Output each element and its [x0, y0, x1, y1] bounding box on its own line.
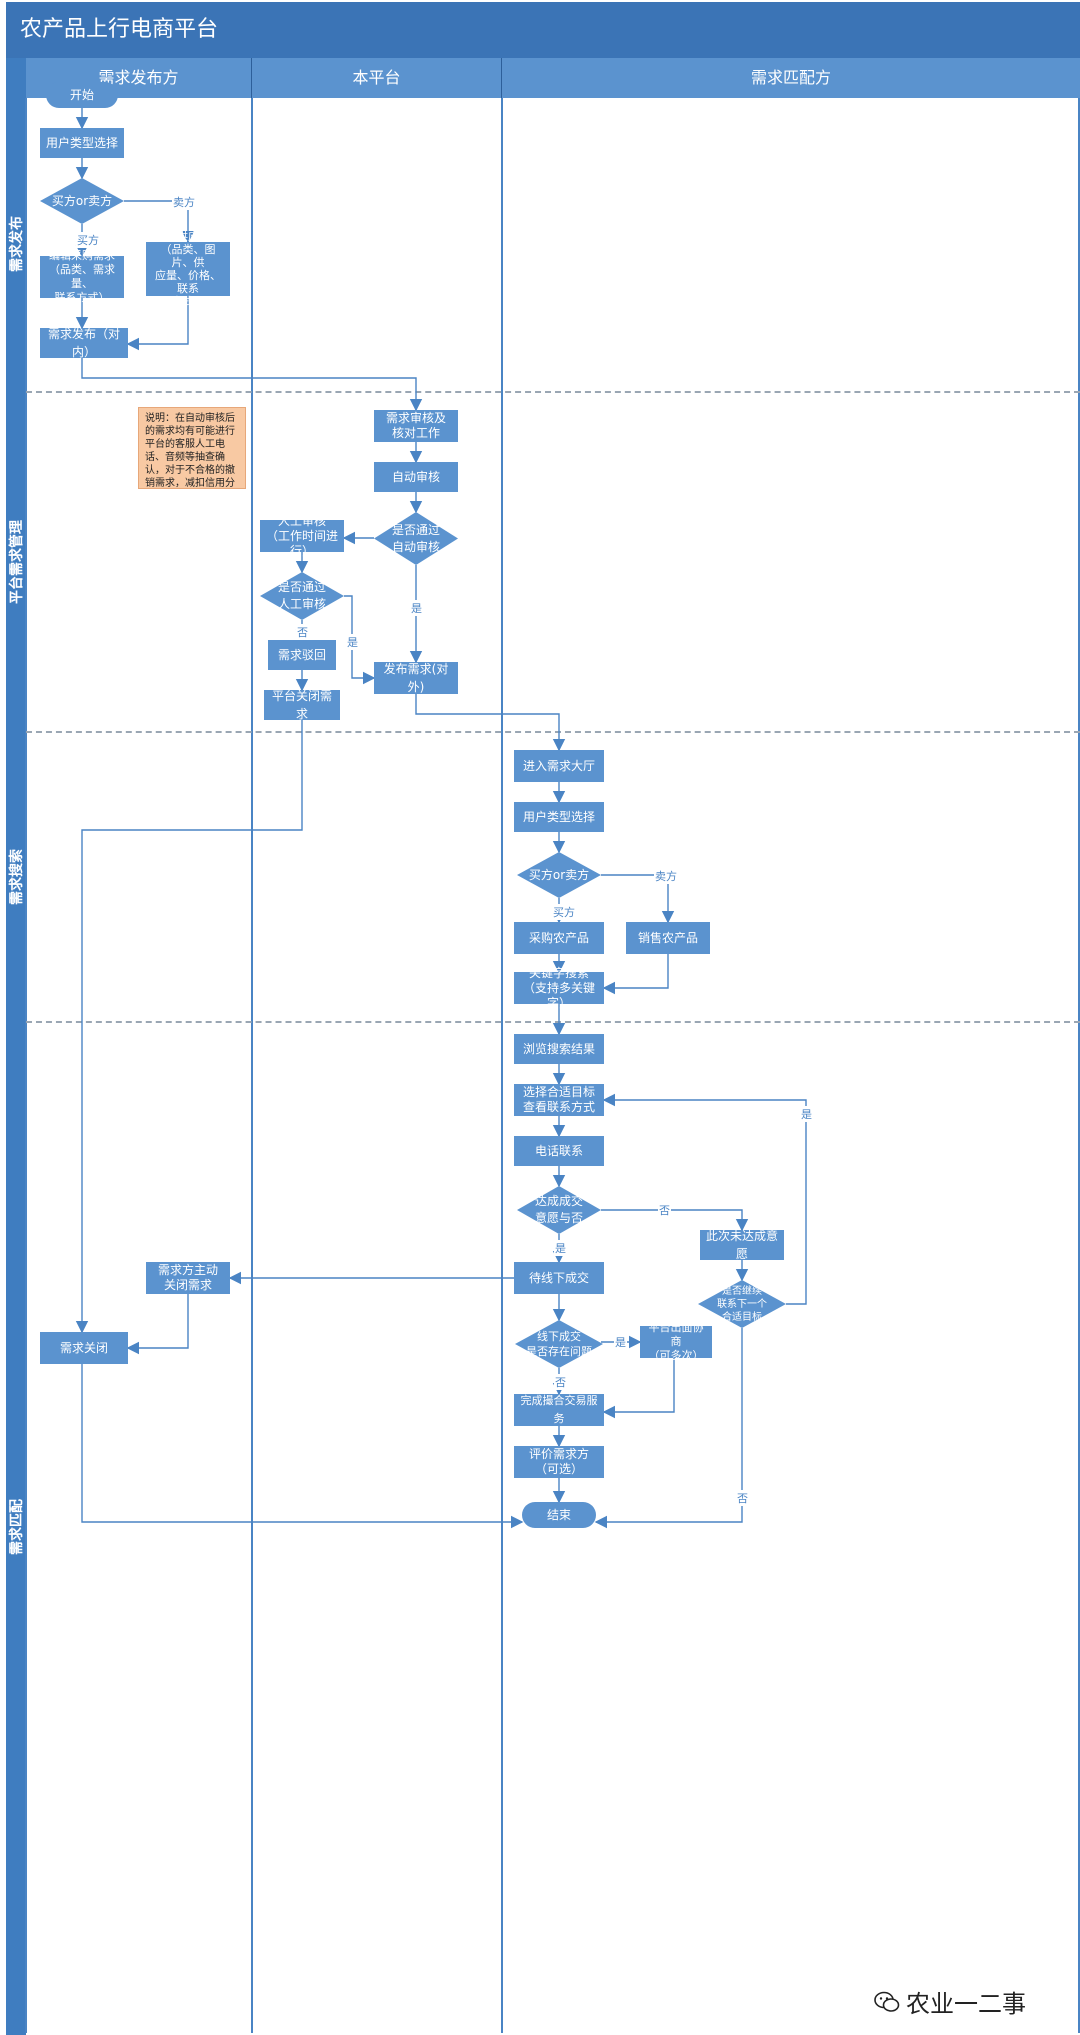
- complete-matching-service: 完成撮合交易服务: [514, 1394, 604, 1426]
- edit-purchase-demand: 编辑采购需求 （品类、需求量、 联系方式）: [40, 249, 124, 304]
- label-yes-manual: 是: [346, 634, 359, 650]
- sell-agri-product: 销售农产品: [626, 922, 710, 954]
- label-yes-issue: 是: [614, 1334, 627, 1350]
- phase-divider-3: [26, 1021, 1080, 1023]
- lane-divider-1: [251, 98, 253, 2033]
- watermark: 农业一二事: [874, 1984, 1026, 2019]
- watermark-text: 农业一二事: [906, 1990, 1026, 2018]
- edge-demander-to-close: [126, 1294, 189, 1355]
- lane-header-matcher: 需求匹配方: [502, 58, 1080, 98]
- edge-sell-to-search: [602, 954, 669, 995]
- publish-external: 发布需求(对外): [374, 662, 458, 694]
- lane-border-right: [1078, 98, 1080, 2033]
- decision-continue-next: 是否继续 联系下一个 合适目标: [698, 1280, 786, 1328]
- edge-demandclose-to-end: [81, 1364, 524, 1529]
- user-type-select-1: 用户类型选择: [40, 128, 124, 158]
- review-and-check: 需求审核及 核对工作: [374, 410, 458, 442]
- label-buyer-1: 买方: [76, 232, 100, 248]
- user-type-select-2: 用户类型选择: [514, 802, 604, 832]
- manual-review: 人工审核 （工作时间进行）: [260, 514, 344, 558]
- decision-offline-issue: 线下成交 是否存在问题: [515, 1320, 603, 1368]
- label-seller-2: 卖方: [654, 868, 678, 884]
- flowchart-frame: 农产品上行电商平台 需求发布 平台需求管理 需求搜索 需求匹配 需求发布方 本平…: [6, 2, 1080, 2035]
- demand-reject: 需求驳回: [268, 640, 336, 670]
- decision-buyer-or-seller-1: 买方or卖方: [40, 178, 124, 224]
- edge-supply-to-publish: [126, 296, 189, 351]
- keyword-search: 关键字搜索 （支持多关键字）: [514, 966, 604, 1010]
- lane-header-platform: 本平台: [252, 58, 502, 98]
- label-yes-intent: 是: [554, 1240, 567, 1256]
- decision-intent-reached: 达成成交 意愿与否: [517, 1186, 601, 1234]
- buy-agri-product: 采购农产品: [514, 922, 604, 954]
- rate-demander: 评价需求方 （可选）: [514, 1446, 604, 1478]
- platform-close-demand: 平台关闭需求: [264, 689, 340, 721]
- demand-closed: 需求关闭: [40, 1332, 128, 1364]
- edge-negotiate-to-complete: [602, 1358, 675, 1419]
- phase-divider-1: [26, 391, 1080, 393]
- start-terminal: 开始: [46, 82, 118, 108]
- label-no-manual: 否: [296, 624, 309, 640]
- lane-divider-2: [501, 98, 503, 2033]
- label-seller-1: 卖方: [172, 194, 196, 210]
- edge-continue-to-end: [594, 1328, 743, 1529]
- phase-divider-2: [26, 731, 1080, 733]
- platform-negotiate: 平台出面协商 （可多次）: [640, 1321, 712, 1362]
- browse-search-results: 浏览搜索结果: [514, 1034, 604, 1064]
- decision-buyer-or-seller-2: 买方or卖方: [517, 852, 601, 898]
- enter-demand-hall: 进入需求大厅: [514, 750, 604, 782]
- select-target: 选择合适目标 查看联系方式: [514, 1084, 604, 1116]
- lane-border-left: [25, 98, 27, 2033]
- label-no-issue: 否: [554, 1374, 567, 1390]
- end-terminal: 结束: [522, 1502, 596, 1528]
- demander-close-demand: 需求方主动 关闭需求: [146, 1262, 230, 1294]
- auto-review: 自动审核: [374, 462, 458, 492]
- edit-supply-demand: 编辑供应需求 （品类、图片、供 应量、价格、联系 方式）: [146, 230, 230, 308]
- edge-continue-to-select: [602, 1093, 807, 1305]
- label-yes-continue: 是: [800, 1106, 813, 1122]
- edge-publish-to-review: [81, 358, 423, 412]
- label-buyer-2: 买方: [552, 904, 576, 920]
- publish-internal: 需求发布（对内）: [40, 327, 128, 359]
- review-note: 说明：在自动审核后 的需求均有可能进行 平台的客服人工电 话、音频等抽查确 认，…: [138, 407, 246, 489]
- edge-close-to-demandclose: [75, 720, 303, 1334]
- intent-not-reached: 此次未达成意愿: [700, 1229, 784, 1261]
- phase-column: [6, 58, 26, 2035]
- label-yes-auto: 是: [410, 600, 423, 616]
- decision-auto-pass: 是否通过 自动审核: [374, 512, 458, 565]
- decision-manual-pass: 是否通过 人工审核: [260, 572, 344, 620]
- edge-publishext-to-hall: [415, 694, 566, 752]
- label-no-intent: 否: [658, 1202, 671, 1218]
- wechat-icon: [874, 1991, 900, 2013]
- edge-intent-to-nointent: [601, 1209, 749, 1232]
- phone-contact: 电话联系: [514, 1136, 604, 1166]
- pending-offline-deal: 待线下成交: [514, 1262, 604, 1294]
- diagram-title: 农产品上行电商平台: [6, 2, 1080, 58]
- label-no-continue: 否: [736, 1490, 749, 1506]
